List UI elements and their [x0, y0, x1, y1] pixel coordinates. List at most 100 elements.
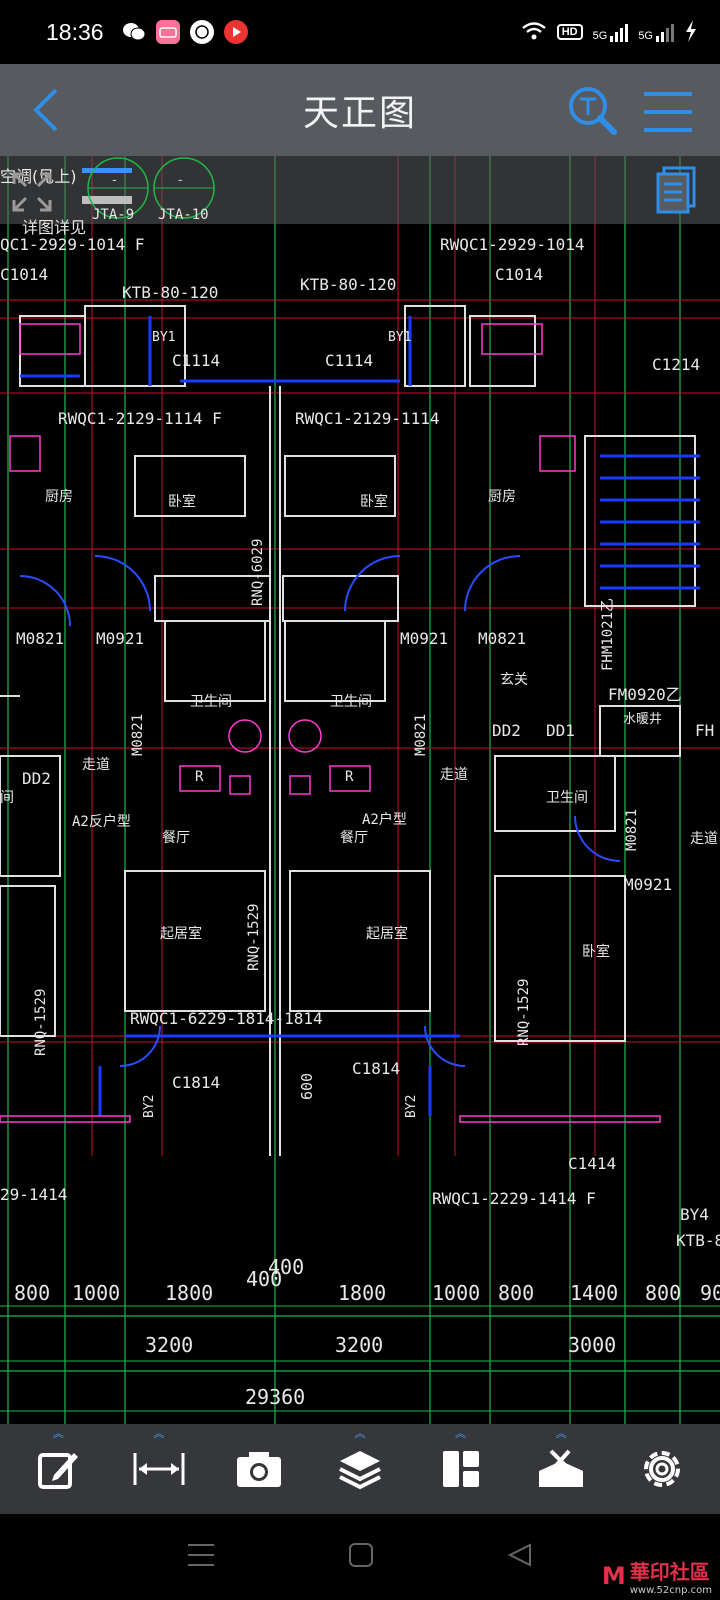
chevron-up-icon: ︽ [455, 1427, 467, 1440]
label-bedroom-right: 卧室 [582, 943, 610, 960]
walls [0, 305, 696, 1156]
label-rnq-1529-left: RNQ-1529 [33, 989, 49, 1056]
dim-r2-1: 3200 [335, 1333, 383, 1357]
dimension-ticks [0, 1305, 720, 1412]
text-search-button[interactable] [566, 84, 622, 140]
sf-express-icon [189, 20, 214, 44]
label-m0921-far: M0921 [624, 875, 672, 894]
label-m0821-vl: M0821 [130, 714, 146, 756]
layout-button[interactable]: ︽ [425, 1424, 497, 1514]
dim-r1-4: 1000 [432, 1281, 480, 1305]
label-c1014-right: C1014 [495, 265, 543, 284]
drawing-canvas[interactable]: QC1-2929-1014 F RWQC1-2929-1014 C1014 C1… [0, 156, 720, 1424]
annotate-button[interactable]: ︽ [22, 1424, 94, 1514]
label-a2-right: A2户型 [362, 811, 407, 828]
dim-r1-7: 800 [645, 1281, 681, 1305]
bubble-jta-9: JTA-9 [92, 207, 134, 223]
overlay-drawing: 空调(见上) - - JTA-9 JTA-10 [0, 157, 215, 223]
label-m0921-right: M0921 [400, 629, 448, 648]
watermark: M 華印社區 www.52cnp.com [602, 1556, 712, 1596]
chevron-up-icon: ︽ [555, 1427, 567, 1440]
nav-menu-button[interactable] [186, 1542, 216, 1572]
system-nav-bar: M 華印社區 www.52cnp.com [0, 1514, 720, 1600]
layers-icon [339, 1451, 381, 1490]
dim-r3-total: 29360 [245, 1385, 305, 1409]
text-search-icon [569, 87, 617, 135]
label-c1114-mid: C1114 [325, 351, 373, 370]
label-rnq-1529-right: RNQ-1529 [516, 979, 532, 1046]
hamburger-icon [644, 92, 692, 132]
nav-home-button[interactable] [347, 1541, 375, 1573]
toolbox-button[interactable]: ︽ [525, 1424, 597, 1514]
settings-icon [643, 1451, 680, 1487]
menu-icon [187, 1544, 214, 1566]
label-by2-right: BY2 [404, 1095, 419, 1118]
toolbox-icon [539, 1449, 584, 1487]
label-c1114-left: C1114 [172, 351, 220, 370]
dim-r1-8: 90 [700, 1281, 720, 1305]
overlay-left-text: 空调(见上) [0, 167, 77, 186]
dim-r1-2: 1800 [165, 1281, 213, 1305]
measure-button[interactable]: ︽ [123, 1424, 195, 1514]
document-list-button[interactable] [650, 164, 702, 216]
expand-button[interactable] [10, 170, 54, 214]
label-c1214: C1214 [652, 355, 700, 374]
layout-icon [442, 1451, 479, 1487]
home-icon [348, 1543, 373, 1567]
floor-plan-drawing: QC1-2929-1014 F RWQC1-2929-1014 C1014 C1… [0, 156, 720, 1424]
label-bath-right: 卫生间 [330, 694, 372, 710]
dimension-row-1: 800 1000 1800 1800 1000 800 1400 800 90 [14, 1281, 720, 1305]
label-r-right: R [345, 769, 354, 785]
label-dd2-left: DD2 [22, 769, 51, 788]
layers-button[interactable]: ︽ [324, 1424, 396, 1514]
back-icon [508, 1543, 532, 1567]
detail-label: 详图详见 [22, 218, 87, 237]
canvas-overlay-bar: 空调(见上) - - JTA-9 JTA-10 [0, 156, 720, 224]
label-ktb-mid: KTB-80-120 [300, 275, 396, 294]
chevron-left-icon [33, 88, 58, 132]
label-dining-right: 餐厅 [340, 830, 368, 846]
watermark-text: 華印社區 [629, 1560, 710, 1584]
dim-r1-1: 1000 [72, 1281, 120, 1305]
label-c1814-right: C1814 [352, 1059, 400, 1078]
label-r-left: R [195, 769, 204, 785]
status-bar: 18:36 HD 5G 5G [0, 0, 720, 64]
settings-button[interactable] [626, 1424, 698, 1514]
nav-back-button[interactable] [506, 1541, 534, 1573]
label-rwqc-top-left: QC1-2929-1014 F [0, 235, 145, 254]
label-ktb-left: KTB-80-120 [122, 283, 218, 302]
label-m0821-vr: M0821 [413, 714, 429, 756]
measure-icon [133, 1453, 185, 1485]
label-bedroom-1: 卧室 [168, 493, 196, 510]
label-m0821-far: M0821 [624, 809, 640, 851]
label-dd2-right: DD2 [492, 721, 521, 740]
label-dim-400a: 400 [246, 1267, 282, 1291]
label-fm0920: FM0920乙 [608, 685, 682, 704]
signal-1: 5G [593, 22, 629, 42]
label-m0921-left: M0921 [96, 629, 144, 648]
dim-r1-6: 1400 [570, 1281, 618, 1305]
dimension-row-2: 3200 3200 3000 [145, 1333, 616, 1357]
camera-button[interactable] [223, 1424, 295, 1514]
chevron-up-icon: ︽ [354, 1427, 366, 1440]
watermark-logo: M [601, 1562, 626, 1590]
label-by4: BY4 [680, 1205, 709, 1224]
bottom-toolbar: ︽ ︽ ︽ ︽ [0, 1424, 720, 1514]
wifi-icon [521, 21, 547, 44]
svg-text:-: - [178, 173, 183, 188]
title-bar: 天正图 [0, 64, 720, 156]
menu-button[interactable] [638, 84, 698, 140]
dimension-row-3: 29360 [245, 1385, 305, 1409]
label-a2-left: A2反户型 [72, 813, 131, 830]
label-rnq-1529: RNQ-1529 [246, 904, 262, 971]
bilibili-icon [155, 20, 180, 44]
label-by1-left: BY1 [152, 330, 175, 345]
label-bath-far-left: 间 [0, 790, 14, 806]
label-rwqc-1414f: RWQC1-2229-1414 F [432, 1189, 596, 1208]
label-corridor-right: 走道 [690, 831, 718, 847]
label-water-well: 水暖井 [623, 712, 662, 727]
back-button[interactable] [22, 82, 78, 138]
label-dd1: DD1 [546, 721, 575, 740]
wechat-icon [122, 20, 146, 44]
charging-icon [684, 19, 698, 45]
